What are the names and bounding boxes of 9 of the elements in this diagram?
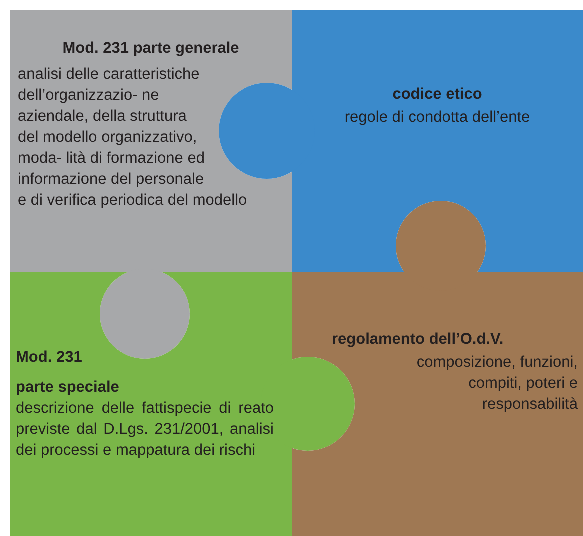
piece-heading: codice etico	[392, 85, 484, 105]
piece-description: analisi delle caratteristiche dell’organizzazio- ne aziendale, della struttura del modello organizzativo, moda- lità di formazione ed informazione del personale e di verifica periodica del modello	[18, 66, 248, 209]
piece-subheading: parte speciale	[16, 378, 120, 398]
piece-description: descrizione delle fattispecie di reato previste dal D.Lgs. 231/2001, analisi dei processi e mappatura dei rischi	[16, 399, 274, 461]
piece-description: composizione, funzioni, compiti, poteri e responsabilità	[416, 353, 578, 415]
piece-description: regole di condotta dell’ente	[344, 108, 532, 128]
piece-heading: regolamento dell’O.d.V.	[332, 330, 505, 350]
piece-heading: Mod. 231 parte generale	[62, 39, 240, 59]
piece-heading: Mod. 231	[16, 348, 84, 368]
